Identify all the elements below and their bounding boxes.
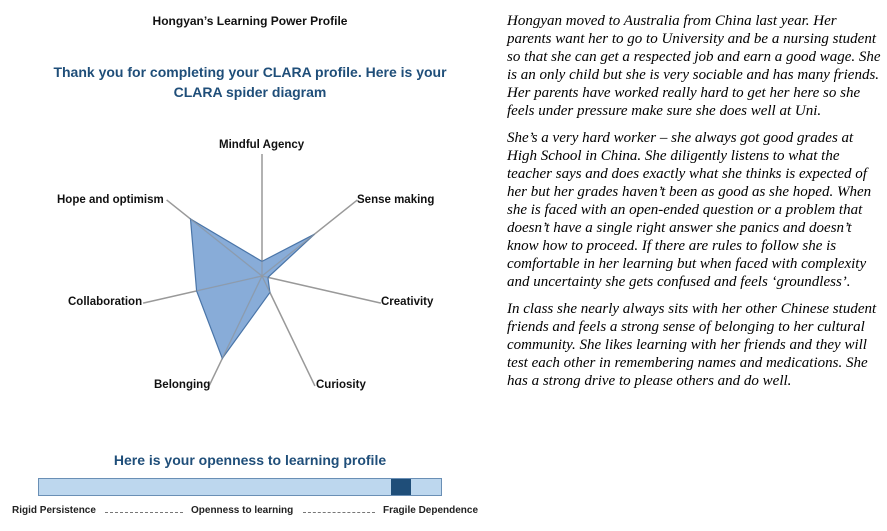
inner-spoke-curiosity xyxy=(261,275,271,293)
scale-dash-right xyxy=(303,512,375,513)
student-narrative: Hongyan moved to Australia from China la… xyxy=(507,12,882,399)
narrative-paragraph: In class she nearly always sits with her… xyxy=(507,301,877,389)
scale-dash-left xyxy=(105,512,183,513)
axis-label-creativity: Creativity xyxy=(381,296,434,308)
openness-marker xyxy=(391,479,411,495)
axis-label-curiosity: Curiosity xyxy=(316,379,366,391)
narrative-paragraph: Hongyan moved to Australia from China la… xyxy=(507,13,881,119)
inner-spoke-collaboration xyxy=(196,275,263,292)
openness-heading: Here is your openness to learning profil… xyxy=(113,452,387,468)
spoke-creativity xyxy=(261,275,382,304)
narrative-paragraph: She’s a very hard worker – she always go… xyxy=(507,130,872,290)
spider-diagram xyxy=(142,154,382,387)
axis-label-hope-and-optimism: Hope and optimism xyxy=(57,194,164,206)
axis-label-collaboration: Collaboration xyxy=(68,296,143,308)
inner-spoke-hope-and-optimism xyxy=(190,218,263,277)
fragile-dependence-label: Fragile Dependence xyxy=(383,505,479,516)
thank-you-message: Thank you for completing your CLARA prof… xyxy=(53,64,447,100)
inner-spoke-belonging xyxy=(221,275,263,359)
inner-spoke-sense-making xyxy=(261,233,315,277)
profile-title: Hongyan’s Learning Power Profile xyxy=(152,14,348,28)
axis-label-mindful-agency: Mindful Agency xyxy=(219,139,305,151)
openness-scale: Rigid Persistence Openness to learning F… xyxy=(0,505,500,521)
axis-label-sense-making: Sense making xyxy=(357,194,435,206)
axis-label-belonging: Belonging xyxy=(154,379,211,391)
clara-profile-panel: Hongyan’s Learning Power Profile Thank y… xyxy=(0,14,500,521)
openness-center-label: Openness to learning xyxy=(191,505,294,516)
inner-spoke-creativity xyxy=(261,275,269,278)
openness-bar xyxy=(38,478,442,496)
spoke-curiosity xyxy=(261,275,316,387)
rigid-persistence-label: Rigid Persistence xyxy=(12,505,96,516)
profile-polygon xyxy=(189,217,315,360)
